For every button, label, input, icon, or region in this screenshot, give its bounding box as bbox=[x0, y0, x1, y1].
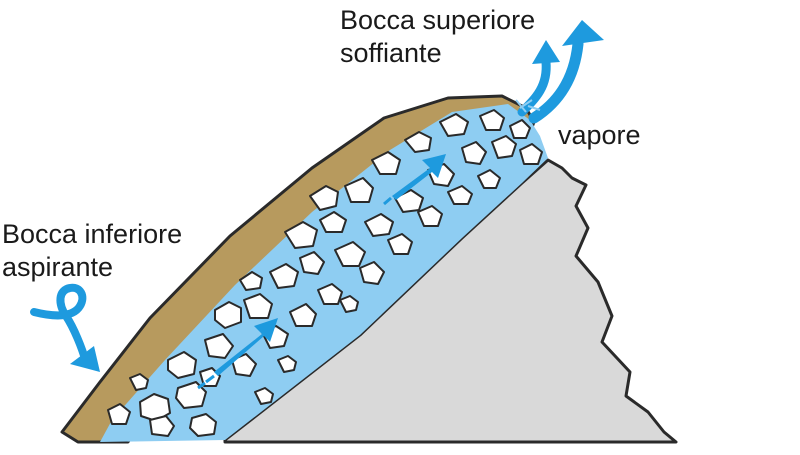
rock bbox=[394, 189, 424, 213]
flow-arrow-icon bbox=[197, 318, 278, 390]
rock bbox=[277, 355, 297, 373]
rock bbox=[254, 387, 274, 405]
rock bbox=[107, 403, 131, 425]
rock bbox=[387, 233, 413, 255]
rock bbox=[344, 177, 374, 203]
rock bbox=[439, 113, 469, 137]
rock bbox=[509, 119, 531, 139]
steam-sparkle bbox=[515, 99, 541, 113]
rock bbox=[417, 205, 443, 227]
rock bbox=[299, 251, 325, 275]
upper-vent-label-line2: soffiante bbox=[340, 38, 442, 68]
rock-debris bbox=[107, 109, 543, 437]
rock bbox=[461, 141, 487, 165]
lower-vent-label-line1: Bocca inferiore bbox=[2, 219, 183, 249]
rock bbox=[289, 303, 317, 327]
rock bbox=[309, 185, 339, 211]
rock bbox=[139, 393, 171, 422]
rock bbox=[477, 169, 501, 189]
rock bbox=[204, 333, 234, 359]
rock bbox=[284, 221, 318, 249]
rock bbox=[214, 301, 242, 329]
rock bbox=[334, 241, 366, 267]
rock bbox=[269, 263, 299, 289]
airflow-zone bbox=[100, 104, 548, 442]
rock bbox=[359, 261, 385, 285]
rock bbox=[231, 353, 257, 377]
rock bbox=[167, 351, 197, 379]
rock bbox=[317, 283, 343, 305]
curved-up-arrow-icon bbox=[528, 20, 604, 124]
upper-vent-label-line1: Bocca superiore bbox=[340, 5, 536, 35]
vapor-label: vapore bbox=[558, 120, 641, 150]
rock bbox=[479, 109, 505, 131]
lower-vent-label: Bocca inferiore aspirante bbox=[2, 218, 182, 284]
rock bbox=[239, 271, 263, 291]
rock bbox=[319, 211, 347, 233]
rock bbox=[364, 213, 394, 237]
curved-up-arrow-icon bbox=[517, 40, 560, 117]
rock bbox=[519, 143, 543, 165]
rock bbox=[129, 373, 149, 391]
rock bbox=[404, 131, 432, 153]
curled-arrow-icon bbox=[30, 283, 100, 372]
lower-vent-label-line2: aspirante bbox=[2, 252, 114, 282]
rock bbox=[149, 415, 175, 437]
rock bbox=[243, 293, 273, 319]
rock bbox=[339, 295, 359, 313]
rock bbox=[189, 413, 217, 437]
rock bbox=[371, 151, 401, 175]
upper-vent-label: Bocca superiore soffiante bbox=[340, 4, 535, 70]
flow-arrow-icon bbox=[383, 154, 446, 206]
rock bbox=[491, 135, 517, 159]
bedrock bbox=[223, 158, 678, 444]
rock bbox=[447, 185, 473, 205]
